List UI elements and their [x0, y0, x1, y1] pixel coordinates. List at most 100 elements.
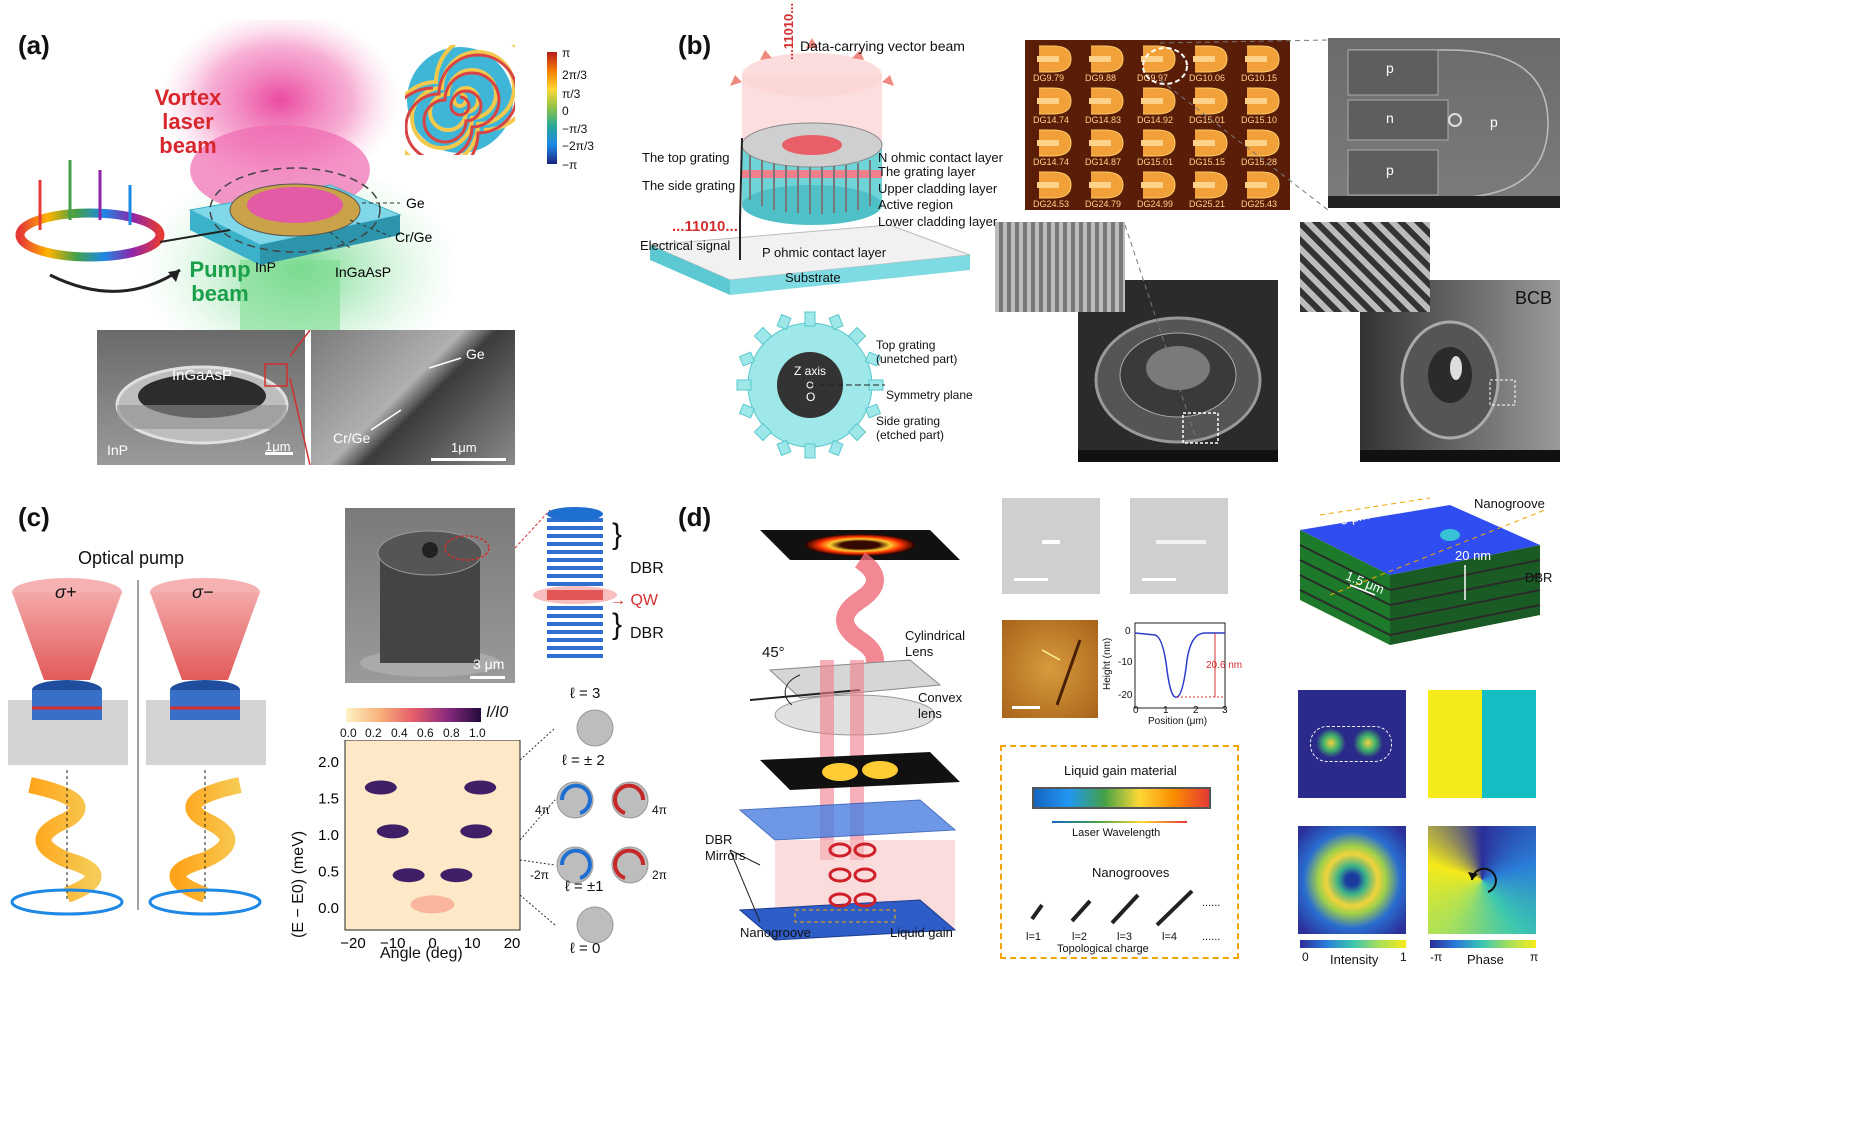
electrical-signal-label: Electrical signal — [640, 238, 731, 253]
intensity-label: Intensity — [1330, 952, 1379, 967]
device-id: DG15.01 — [1137, 157, 1174, 167]
zoom-lines-b2 — [1124, 224, 1196, 436]
crge-leader — [349, 219, 391, 237]
afm-x-2: 2 — [1193, 705, 1199, 716]
topological-charge-label: Topological charge — [1057, 943, 1149, 955]
heatmap-x-tick: 0 — [428, 935, 436, 952]
heatmap-mode-spot — [392, 868, 425, 883]
phase-4pi-right: 4π — [652, 803, 667, 817]
device-cell: DG15.28 — [1239, 126, 1285, 168]
vortex-laser-schematic: Ge Cr/Ge InP InGaAsP — [15, 20, 460, 330]
groove-outline — [1310, 726, 1392, 762]
intensity-bar — [1300, 940, 1406, 948]
panel-d-label: (d) — [678, 502, 712, 532]
panel-b-label: (b) — [678, 30, 712, 60]
data-beam-label: Data-carrying vector beam — [800, 38, 965, 54]
layer-ge: Ge — [406, 195, 425, 211]
layer-crge: Cr/Ge — [395, 229, 433, 245]
wavelength-axis — [1052, 821, 1187, 823]
cbar-tick-0: 0.0 — [340, 726, 357, 740]
phase-tick-1: 2π/3 — [562, 68, 587, 82]
intensity-min: 0 — [1302, 950, 1309, 964]
sem-crge-label: Cr/Ge — [333, 430, 371, 446]
phase-tick-0: π — [562, 46, 571, 60]
dbr-layer — [547, 654, 603, 658]
pillar-stack — [514, 507, 617, 662]
substrate-label: Substrate — [785, 270, 841, 285]
device-cell: DG14.83 — [1083, 84, 1129, 126]
sem-3um-scale: 3 μm — [473, 656, 505, 672]
dbr-layer — [547, 638, 603, 642]
heatmap-mode-spot — [464, 780, 497, 795]
layer-ingaasp: InGaAsP — [335, 264, 391, 280]
bits-side: ...11010... — [672, 218, 738, 235]
phase-colorbar — [547, 52, 557, 164]
mode-l3: ℓ = 3 — [570, 685, 601, 702]
upper-cladding-label: Upper cladding layer — [878, 181, 998, 196]
device-cell: DG9.88 — [1083, 42, 1129, 84]
phase-neg2pi: -2π — [530, 868, 549, 882]
afm-depth: 20.6 nm — [1206, 660, 1243, 671]
device-id: DG10.15 — [1241, 73, 1278, 83]
contact-p-3: p — [1386, 162, 1394, 178]
sem-right-scale: 1μm — [451, 440, 477, 455]
ellipsis-top: ...... — [1202, 897, 1221, 909]
nanogroove-label: Nanogroove — [740, 925, 811, 940]
top-grating-label: The top grating — [642, 150, 730, 165]
n-ohmic-label: N ohmic contact layer — [878, 150, 1003, 165]
dbr-mirrors-label: DBR Mirrors — [705, 832, 746, 863]
chip-side-left — [190, 210, 260, 265]
cbar-tick-5: 1.0 — [469, 726, 486, 740]
mode-l1: ℓ = ±1 — [565, 878, 604, 895]
panel-c-label: (c) — [18, 502, 50, 532]
afm-x-0: 0 — [1133, 705, 1139, 716]
nanogrooves-label: Nanogrooves — [1092, 865, 1170, 880]
z-axis-label: Z axis — [794, 364, 827, 378]
sem-grating-ring — [1078, 280, 1278, 462]
device-cell: DG10.15 — [1239, 42, 1285, 84]
phase-2pi: 2π — [652, 868, 667, 882]
sem-groove-2 — [1130, 498, 1228, 594]
bits-top: ...11010... — [781, 2, 796, 60]
device-cell: DG25.43 — [1239, 168, 1285, 210]
groove-mark-2 — [1156, 540, 1206, 544]
device-cell: DG9.97 — [1135, 42, 1181, 84]
heatmap-frame — [344, 740, 521, 931]
liquid-gain-inset: Liquid gain material Laser Wavelength Na… — [1000, 745, 1239, 959]
dbr-layer — [547, 606, 603, 610]
liquid-gain-label: Liquid gain — [890, 925, 953, 940]
dbr-layer — [547, 542, 603, 546]
intensity-colorbar — [346, 708, 481, 722]
afm-y-0: 0 — [1125, 626, 1131, 637]
heatmap-x-tick: −10 — [380, 935, 405, 952]
cbar-tick-2: 0.4 — [391, 726, 408, 740]
mode-l0: ℓ = 0 — [570, 940, 601, 957]
sem-grating-zoom — [995, 222, 1125, 312]
zoom-lines — [289, 330, 311, 466]
dbr-layer — [547, 566, 603, 570]
heatmap-mode-spot — [440, 868, 473, 883]
afm-y-20: -20 — [1118, 690, 1133, 701]
chip-side-right — [260, 215, 400, 265]
sem-ring-image: InGaAsP InP 1μm — [97, 330, 305, 465]
laser-wavelength-label: Laser Wavelength — [1072, 827, 1161, 839]
origin-label: O — [806, 390, 816, 404]
dbr-layer — [547, 550, 603, 554]
sigma-minus-label: σ− — [192, 582, 214, 602]
symmetry-plane-label: Symmetry plane — [886, 388, 973, 402]
phase-tick-3: 0 — [562, 104, 569, 118]
phase-4pi-left: 4π — [535, 803, 550, 817]
device-cell: DG25.21 — [1187, 168, 1233, 210]
device-id: DG9.79 — [1033, 73, 1065, 83]
afm-height-profile — [1134, 622, 1226, 709]
zoom-lines-b — [1160, 39, 1329, 211]
cbar-tick-4: 0.8 — [443, 726, 460, 740]
device-cell: DG15.01 — [1135, 126, 1181, 168]
block-nanogroove: Nanogroove — [1474, 496, 1545, 511]
ring-outline-dashed — [209, 167, 381, 253]
contact-n: n — [1386, 110, 1394, 126]
p-ohmic-label: P ohmic contact layer — [762, 245, 887, 260]
phase-min: -π — [1430, 950, 1443, 964]
device-id: DG9.97 — [1137, 73, 1169, 83]
liquid-gain-material-label: Liquid gain material — [1064, 763, 1177, 778]
